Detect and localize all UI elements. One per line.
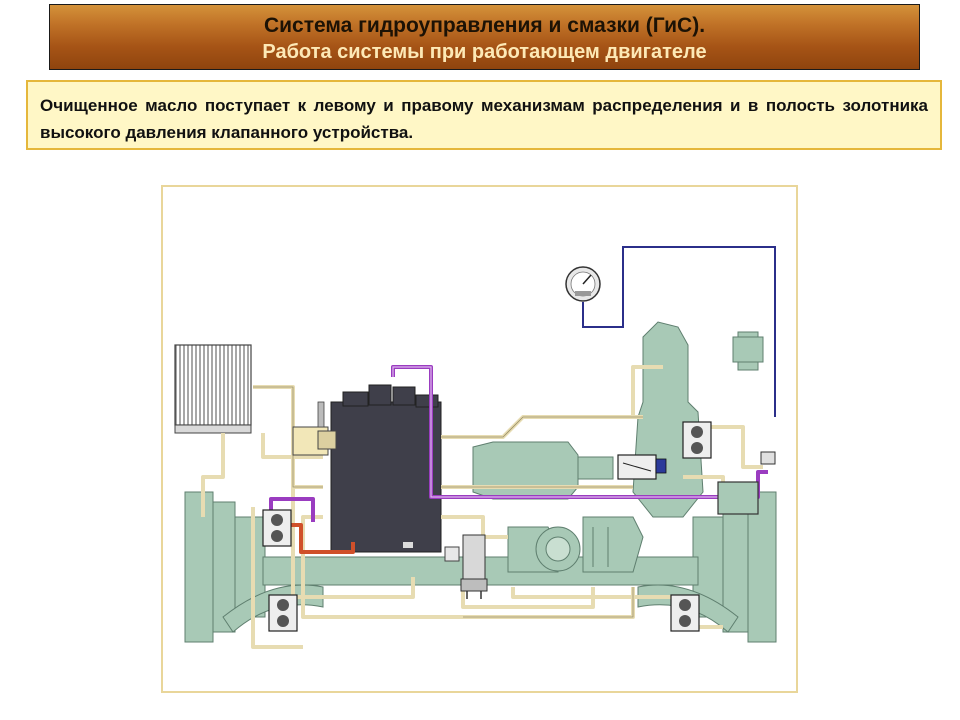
- control-valve-stack: [460, 534, 488, 599]
- hydraulic-diagram-frame: [161, 185, 798, 693]
- title-banner: Система гидроуправления и смазки (ГиС). …: [49, 4, 920, 70]
- fine-oil-filter: [292, 401, 337, 456]
- right-lower-gear-valve: [670, 594, 700, 632]
- right-filter-block: [717, 451, 776, 515]
- description-text: Очищенное масло поступает к левому и пра…: [40, 96, 928, 142]
- pressure-gauge-icon: [565, 266, 601, 302]
- red-pressure-line: [281, 523, 355, 554]
- slide-title: Система гидроуправления и смазки (ГиС).: [263, 14, 706, 37]
- left-distribution-valve: [262, 509, 292, 547]
- oil-cooler-radiator: [174, 344, 252, 434]
- left-lower-gear-valve: [268, 594, 298, 632]
- small-tank-left: [444, 546, 460, 562]
- purple-line-highlight: [392, 366, 758, 498]
- high-pressure-spool-valve: [617, 454, 667, 480]
- hydraulic-system-diagram: [174, 246, 777, 649]
- slide-subtitle: Работа системы при работающем двигателе: [262, 41, 707, 63]
- right-gear-housing: [582, 516, 644, 573]
- engine-block: [330, 384, 442, 553]
- pressure-gauge-line: [582, 246, 776, 417]
- starter-motor: [472, 441, 614, 500]
- description-box: Очищенное масло поступает к левому и пра…: [26, 80, 942, 150]
- right-upper-gear-valve: [682, 421, 712, 459]
- oil-pump-unit: [507, 526, 581, 573]
